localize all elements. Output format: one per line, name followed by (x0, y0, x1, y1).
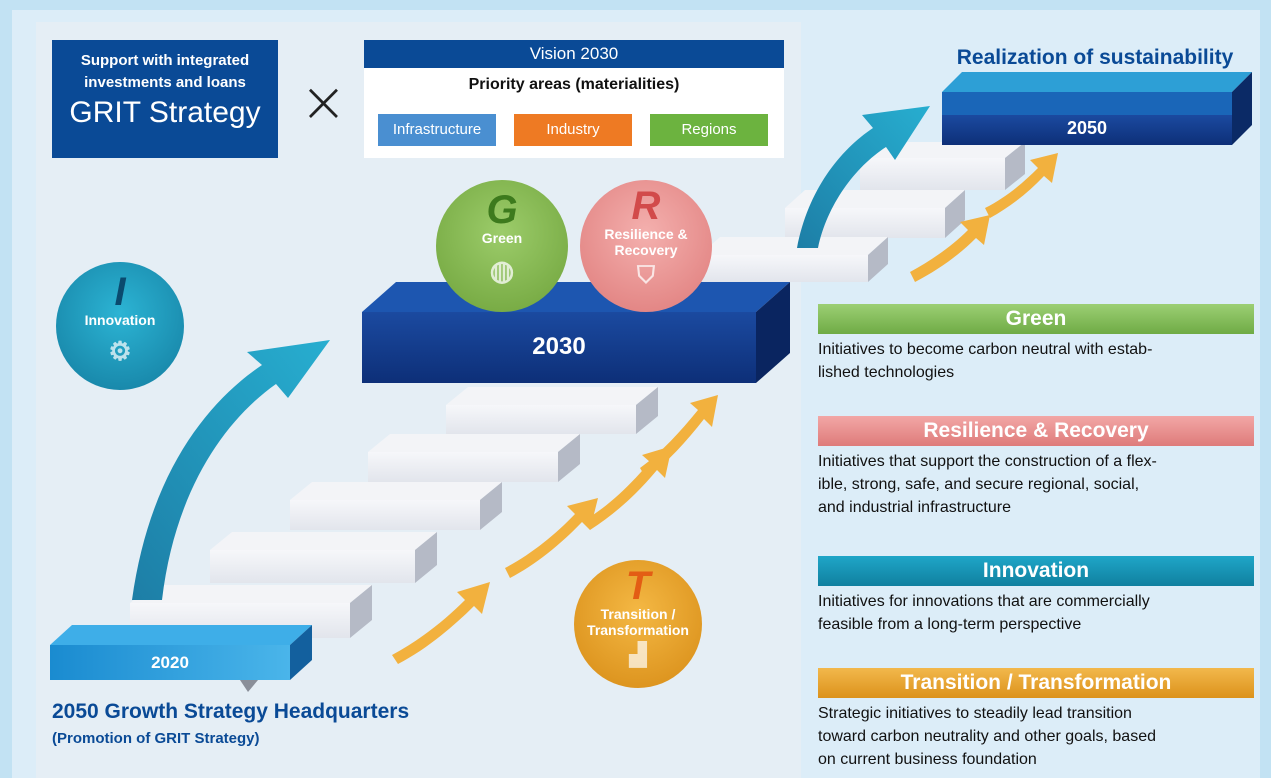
transition-circle-label-2: Transformation (587, 622, 689, 638)
priority-areas-label: Priority areas (materialities) (468, 76, 680, 93)
legend-innovation-title: Innovation (818, 556, 1254, 586)
upper-step (700, 237, 888, 282)
transition-circle: T Transition / Transformation ▟ (574, 560, 702, 688)
shield-icon: ⛉ (637, 262, 655, 289)
vision-2030-box: Vision 2030 Priority areas (materialitie… (364, 40, 784, 158)
legend-resilience-desc: Initiatives that support the constructio… (818, 450, 1254, 519)
year-2020-label: 2020 (151, 653, 189, 672)
desc-line: Initiatives that support the constructio… (818, 453, 1157, 470)
headquarters-subtitle: (Promotion of GRIT Strategy) (52, 730, 260, 747)
legend-transition: Transition / Transformation Strategic in… (818, 668, 1254, 771)
stairs-icon: ▟ (629, 642, 647, 667)
sustainability-title: Realization of sustainability (956, 46, 1234, 69)
platform-2020 (50, 625, 312, 692)
step (290, 482, 502, 530)
lightbulb-gear-icon: ⚙ (108, 336, 132, 366)
legend-green-title: Green (818, 304, 1254, 334)
globe-leaf-icon: ◍ (489, 255, 515, 286)
legend-green-desc: Initiatives to become carbon neutral wit… (818, 338, 1254, 384)
year-2050-label: 2050 (1066, 118, 1108, 138)
step (210, 532, 437, 583)
legend-innovation-desc: Initiatives for innovations that are com… (818, 590, 1254, 636)
pill-industry: Industry (514, 114, 632, 146)
platform-2050 (942, 72, 1252, 145)
desc-line: toward carbon neutrality and other goals… (818, 728, 1156, 745)
legend-green: Green Initiatives to become carbon neutr… (818, 304, 1254, 384)
grit-title: GRIT Strategy (69, 96, 261, 129)
step (446, 387, 658, 434)
platform-2030 (362, 282, 790, 383)
resilience-letter: R (631, 184, 661, 228)
desc-line: Strategic initiatives to steadily lead t… (818, 705, 1132, 722)
transition-circle-label-1: Transition / (600, 606, 676, 622)
green-circle: G Green ◍ (436, 180, 568, 312)
desc-line: lished technologies (818, 364, 955, 381)
teal-arrow-upper (797, 106, 930, 248)
resilience-circle-label-2: Recovery (614, 242, 678, 258)
desc-line: on current business foundation (818, 751, 1037, 768)
grit-subtitle-line1: Support with integrated (80, 52, 250, 69)
green-letter: G (486, 188, 518, 232)
upper-step (860, 142, 1025, 190)
grit-strategy-box: Support with integrated investments and … (52, 40, 278, 158)
pill-regions: Regions (650, 114, 768, 146)
multiply-symbol: × (300, 70, 347, 135)
vision-title: Vision 2030 (364, 40, 784, 68)
step (368, 434, 580, 482)
legend-innovation: Innovation Initiatives for innovations t… (818, 556, 1254, 636)
legend-resilience-title: Resilience & Recovery (818, 416, 1254, 446)
desc-line: Initiatives for innovations that are com… (818, 593, 1150, 610)
year-2030-label: 2030 (532, 333, 586, 360)
innovation-circle-label: Innovation (84, 312, 156, 328)
pill-infrastructure: Infrastructure (378, 114, 496, 146)
desc-line: feasible from a long-term perspective (818, 616, 1082, 633)
grit-subtitle-line2: investments and loans (84, 74, 246, 91)
headquarters-title: 2050 Growth Strategy Headquarters (52, 700, 410, 723)
innovation-circle: I Innovation ⚙ (56, 262, 184, 390)
legend-transition-desc: Strategic initiatives to steadily lead t… (818, 702, 1254, 771)
teal-arrow-large (132, 340, 330, 600)
resilience-circle-label-1: Resilience & (604, 226, 688, 242)
transition-letter: T (625, 564, 651, 608)
desc-line: and industrial infrastructure (818, 499, 1011, 516)
legend-transition-title: Transition / Transformation (818, 668, 1254, 698)
desc-line: Initiatives to become carbon neutral wit… (818, 341, 1153, 358)
green-circle-label: Green (481, 230, 523, 246)
yellow-arrows (392, 153, 1058, 664)
desc-line: ible, strong, safe, and secure regional,… (818, 476, 1140, 493)
legend-resilience: Resilience & Recovery Initiatives that s… (818, 416, 1254, 519)
innovation-letter: I (114, 270, 126, 314)
resilience-circle: R Resilience & Recovery ⛉ (580, 180, 712, 312)
